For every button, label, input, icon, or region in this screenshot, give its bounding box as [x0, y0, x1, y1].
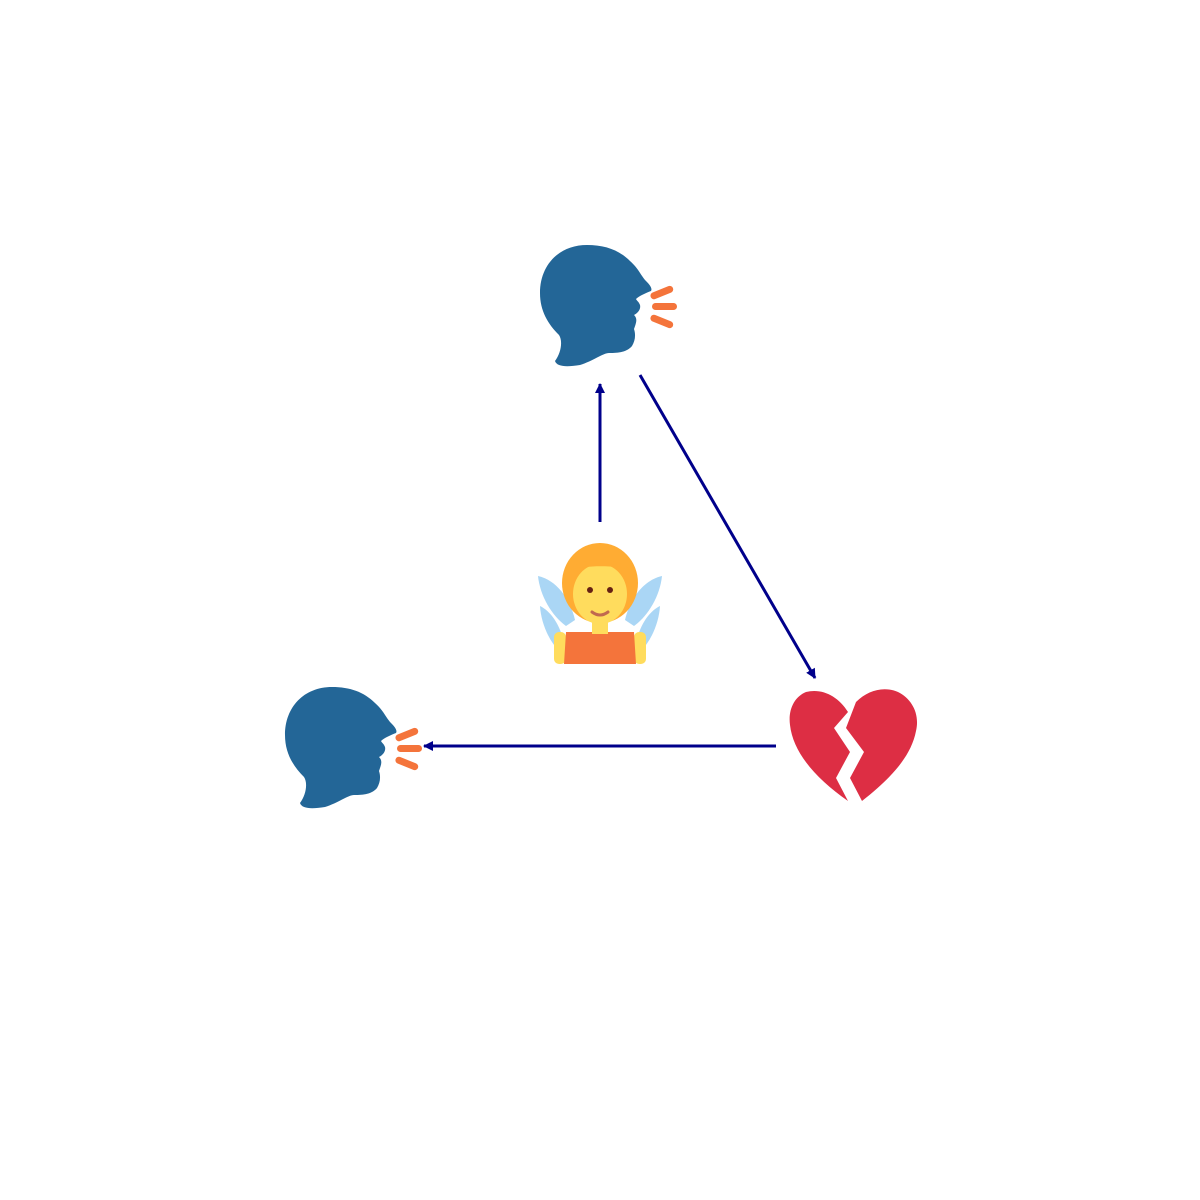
fairy-right-arm — [634, 632, 646, 664]
broken-heart-right-half — [846, 689, 918, 801]
edges — [423, 374, 817, 751]
speaking-head-icon — [540, 245, 677, 367]
speaking-head-icon — [285, 687, 422, 809]
node-speaking-head-left — [285, 687, 422, 809]
fairy-right-wing — [625, 576, 662, 626]
node-speaking-head-top — [540, 245, 677, 367]
broken-heart-left-half — [789, 690, 850, 801]
fairy-left-wing — [538, 576, 575, 626]
fairy-face — [573, 564, 627, 624]
fairy-right-eye — [607, 587, 613, 593]
fairy-dress — [564, 632, 636, 664]
edge-speaking-head-top-to-broken-heart — [638, 374, 817, 679]
fairy-left-eye — [587, 587, 593, 593]
node-broken-heart — [789, 689, 918, 801]
fairy-fringe — [570, 559, 630, 570]
node-fairy — [538, 543, 662, 664]
fairy-left-arm — [554, 632, 566, 664]
fairy-icon — [538, 543, 662, 664]
fairy-mouth — [590, 610, 610, 617]
broken-heart-icon — [789, 689, 918, 801]
